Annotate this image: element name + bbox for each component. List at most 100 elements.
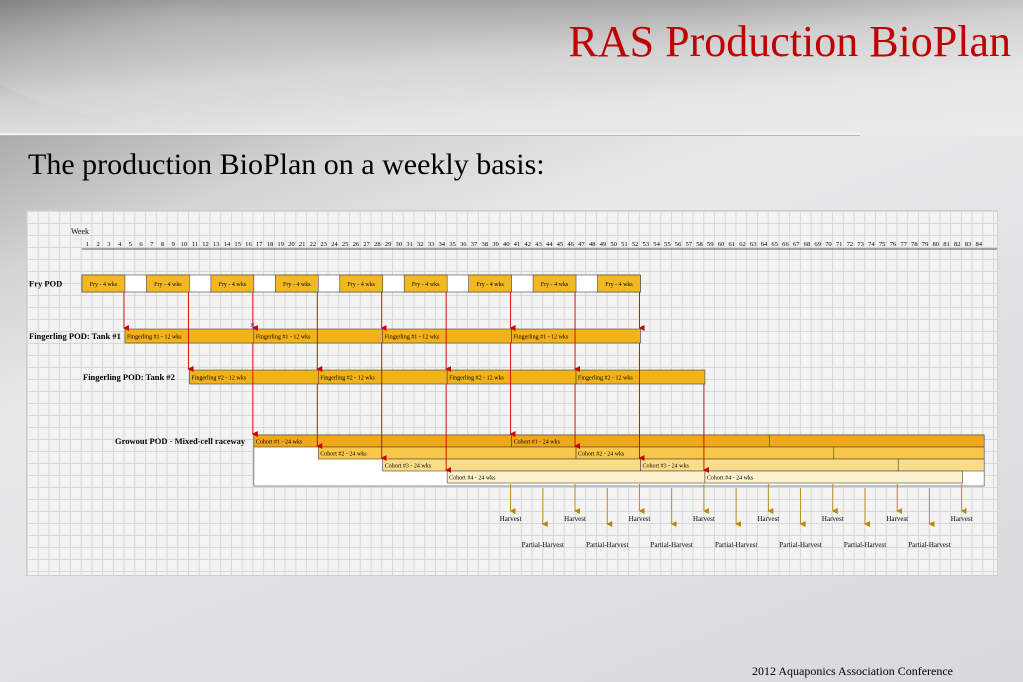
- week-tick-label: 44: [546, 241, 553, 248]
- week-tick-label: 80: [933, 241, 940, 248]
- harvest-label: Harvest: [500, 515, 522, 523]
- week-tick-label: 66: [782, 241, 789, 248]
- schedule-bar: [575, 369, 706, 385]
- week-tick-label: 48: [589, 241, 596, 248]
- week-tick-label: 5: [129, 241, 133, 248]
- week-tick-label: 61: [728, 241, 735, 248]
- week-tick-label: 68: [804, 241, 811, 248]
- week-tick-label: 64: [761, 241, 768, 248]
- slide-title: RAS Production BioPlan: [568, 17, 1012, 66]
- week-tick-label: 41: [514, 241, 521, 248]
- week-tick-label: 23: [320, 241, 327, 248]
- week-tick-label: 6: [139, 241, 143, 248]
- bar-label: Fingerling #1 - 12 wks: [127, 335, 182, 341]
- week-tick-label: 24: [331, 241, 338, 248]
- week-tick-label: 82: [954, 241, 961, 248]
- week-tick-label: 49: [600, 241, 607, 248]
- row-label: Fingerling POD: Tank #2: [83, 372, 175, 382]
- week-tick-label: 63: [750, 241, 757, 248]
- week-tick-label: 43: [535, 241, 542, 248]
- bar-label: Fingerling #1 - 12 wks: [514, 335, 569, 341]
- week-tick-label: 73: [857, 241, 864, 248]
- week-tick-label: 37: [471, 241, 478, 248]
- week-tick-label: 29: [385, 241, 392, 248]
- cohort-label: Cohort #4 - 24 wks: [449, 476, 496, 482]
- week-tick-label: 70: [825, 241, 832, 248]
- bar-label: Fry - 4 wks: [541, 282, 569, 288]
- week-tick-label: 26: [353, 241, 360, 248]
- harvest-label: Harvest: [757, 515, 779, 523]
- week-tick-label: 34: [438, 241, 445, 248]
- week-tick-label: 11: [192, 241, 198, 248]
- bar-label: Fry - 4 wks: [90, 282, 118, 288]
- week-tick-label: 32: [417, 241, 424, 248]
- week-tick-label: 25: [342, 241, 349, 248]
- bar-label: Fry - 4 wks: [154, 282, 182, 288]
- week-tick-label: 40: [503, 241, 510, 248]
- schedule-bar: [146, 274, 190, 293]
- row-label: Fry POD: [29, 279, 62, 289]
- cohort-label: Cohort #2 - 24 wks: [320, 452, 367, 458]
- week-tick-label: 10: [181, 241, 188, 248]
- week-tick-label: 54: [653, 241, 660, 248]
- week-tick-label: 38: [481, 241, 488, 248]
- week-tick-label: 46: [567, 241, 574, 248]
- week-tick-label: 19: [277, 241, 284, 248]
- week-tick-label: 83: [965, 241, 972, 248]
- week-tick-label: 59: [707, 241, 714, 248]
- partial-harvest-label: Partial-Harvest: [844, 541, 886, 549]
- week-tick-label: 33: [428, 241, 435, 248]
- cohort-bar: [897, 458, 985, 472]
- harvest-label: Harvest: [822, 515, 844, 523]
- week-tick-label: 50: [610, 241, 617, 248]
- harvest-label: Harvest: [564, 515, 586, 523]
- cohort-label: Cohort #3 - 24 wks: [385, 464, 432, 470]
- slide-subtitle: The production BioPlan on a weekly basis…: [28, 148, 545, 181]
- axis-title: Week: [71, 227, 89, 236]
- bar-label: Fingerling #2 - 12 wks: [191, 376, 246, 382]
- schedule-bar: [468, 274, 512, 293]
- schedule-bar: [81, 274, 126, 293]
- week-tick-label: 65: [771, 241, 778, 248]
- week-tick-label: 13: [213, 241, 220, 248]
- partial-harvest-label: Partial-Harvest: [715, 541, 757, 549]
- bar-label: Fingerling #2 - 12 wks: [449, 376, 504, 382]
- bar-label: Fingerling #2 - 12 wks: [578, 376, 633, 382]
- week-tick-label: 36: [460, 241, 467, 248]
- week-tick-label: 21: [299, 241, 306, 248]
- cohort-label: Cohort #3 - 24 wks: [642, 464, 689, 470]
- week-tick-label: 53: [643, 241, 650, 248]
- row-label: Growout POD - Mixed-cell raceway: [115, 436, 246, 446]
- week-tick-label: 42: [524, 241, 531, 248]
- week-tick-label: 47: [578, 241, 585, 248]
- week-tick-label: 62: [739, 241, 746, 248]
- week-tick-label: 67: [793, 241, 800, 248]
- partial-harvest-label: Partial-Harvest: [586, 541, 628, 549]
- week-tick-label: 75: [879, 241, 886, 248]
- bar-label: Fry - 4 wks: [283, 282, 311, 288]
- bar-label: Fry - 4 wks: [412, 282, 440, 288]
- week-tick-label: 31: [406, 241, 413, 248]
- week-tick-label: 17: [256, 241, 263, 248]
- bar-label: Fry - 4 wks: [605, 282, 633, 288]
- harvest-label: Harvest: [693, 515, 715, 523]
- partial-harvest-label: Partial-Harvest: [651, 541, 693, 549]
- week-tick-label: 39: [492, 241, 499, 248]
- schedule-bar: [597, 274, 641, 293]
- week-tick-label: 12: [202, 241, 209, 248]
- week-tick-label: 57: [686, 241, 693, 248]
- cohort-label: Cohort #1 - 24 wks: [514, 440, 561, 446]
- schedule-bar: [210, 274, 255, 293]
- partial-harvest-label: Partial-Harvest: [522, 541, 564, 549]
- harvest-label: Harvest: [886, 515, 908, 523]
- bar-label: Fingerling #2 - 12 wks: [320, 376, 375, 382]
- week-tick-label: 35: [449, 241, 456, 248]
- week-tick-label: 30: [396, 241, 403, 248]
- cohort-label: Cohort #2 - 24 wks: [578, 452, 625, 458]
- partial-harvest-label: Partial-Harvest: [908, 541, 950, 549]
- week-tick-label: 52: [632, 241, 639, 248]
- week-tick-label: 45: [557, 241, 564, 248]
- week-tick-label: 77: [900, 241, 907, 248]
